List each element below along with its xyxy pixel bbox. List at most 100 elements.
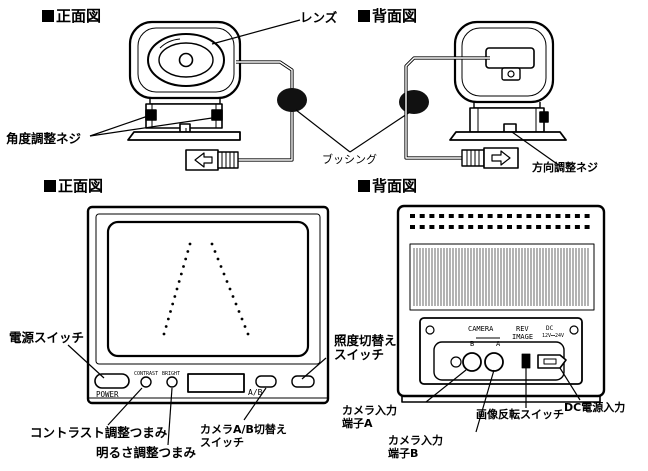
vent-slot [439,214,445,218]
vent-slot [536,214,542,218]
bushing-label: ブッシング [322,153,377,166]
screen-dot [222,272,226,276]
back-bracket [449,107,567,141]
front-connector [185,149,239,171]
front-view-title-top: 正面図 [42,9,101,24]
monitor-back-panel [419,317,583,385]
lens-label: レンズ [300,10,338,25]
vent-slot [516,214,522,218]
panel-a-text: A [496,340,501,348]
angle-screw-leaders [89,115,213,137]
vent-slot [526,214,532,218]
monitor-back-vents [410,214,590,229]
screen-dot [177,280,181,283]
vent-slot [429,225,435,229]
vent-slot [565,214,571,218]
front-camera [128,20,242,105]
screen-dot [213,250,217,253]
panel-power-text: POWER [96,390,119,399]
vent-slot [439,225,445,229]
panel-contrast-text: CONTRAST [134,371,159,377]
screen-dot [162,332,166,336]
camera-input-a-label: カメラ入力 端子A [342,404,397,431]
vent-slot [497,225,503,229]
camera-input-b-label: カメラ入力 端子B [388,434,443,461]
vent-slot [497,214,503,218]
back-view-title-top: 背面図 [358,9,417,24]
lens-leader [211,19,301,45]
screen-dot [182,265,185,268]
vent-slot [468,225,474,229]
vent-slot [477,214,483,218]
vent-slot [555,225,561,229]
brightness-switch-label: 照度切替え スイッチ [334,333,397,363]
monitor-screen-dots [162,242,250,336]
front-view-title-bottom: 正面図 [44,179,103,194]
bushing-leaders [295,109,411,153]
screen-dot [169,310,172,313]
direction-screw-leader [511,131,561,167]
front-bracket [127,103,241,141]
screen-dot [184,257,188,261]
panel-dc-text: DC [546,325,554,332]
vent-slot [487,225,493,229]
screen-dot [243,325,247,328]
vent-slot [574,214,580,218]
direction-screw-label: 方向調整ネジ [532,161,598,174]
screen-dot [231,295,235,298]
back-cable [404,56,490,160]
monitor-back-leaders [425,367,581,433]
screen-dot [216,257,220,261]
vent-slot [419,214,425,218]
vent-slot [448,225,454,229]
panel-b-text: B [470,340,475,348]
screen-dot [228,287,232,291]
screen-dot [225,280,229,283]
panel-voltage-text: 12V⎓24V [542,333,565,339]
monitor-back-stripes [413,248,589,306]
screen-dot [219,265,223,268]
vent-slot [477,225,483,229]
vent-slot [429,214,435,218]
vent-slot [526,225,532,229]
screen-dot [234,302,238,306]
front-cable [236,60,294,162]
vent-slot [516,225,522,229]
back-camera [453,20,555,109]
screen-dot [166,317,170,321]
vent-slot [584,214,590,218]
power-switch-label: 電源スイッチ [9,330,85,345]
vent-slot [536,225,542,229]
screen-dot [175,287,179,291]
image-reverse-label: 画像反転スイッチ [476,408,564,421]
camera-ab-switch-label: カメラA/B切替え スイッチ [200,423,287,450]
panel-camera-text: CAMERA [468,325,494,333]
panel-rev-text: REV [516,325,529,333]
vent-slot [507,225,512,229]
panel-bright-text: BRIGHT [162,371,181,377]
monitor-front-leaders [67,344,327,446]
panel-image-text: IMAGE [512,333,534,341]
dc-input-label: DC電源入力 [564,401,626,414]
screen-dot [173,295,177,298]
vent-slot [419,225,425,229]
contrast-knob-label: コントラスト調整つまみ [30,425,168,440]
bushing-right [399,90,429,114]
screen-dot [237,310,241,313]
vent-slot [458,214,464,218]
screen-dot [179,272,183,276]
vent-slot [410,214,415,218]
bushing-left [277,88,307,112]
panel-ab-text: A/B [248,388,263,397]
screen-dot [171,302,175,306]
vent-slot [545,225,551,229]
screen-dot [240,317,244,321]
screen-dot [246,332,250,336]
brightness-knob-label: 明るさ調整つまみ [96,445,197,460]
vent-slot [565,225,571,229]
screen-dot [188,242,192,246]
vent-slot [487,214,493,218]
vent-slot [584,225,590,229]
